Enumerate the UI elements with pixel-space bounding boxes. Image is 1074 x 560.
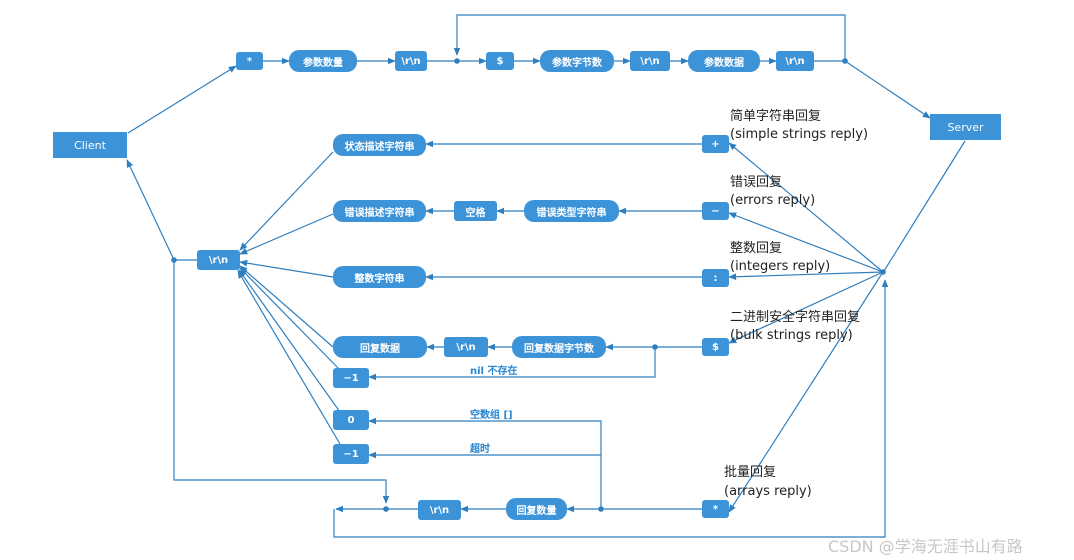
edge-nil-to-crlf [239, 267, 343, 373]
reply-star-node: * [702, 500, 729, 518]
reply-minus-node: − [702, 202, 729, 220]
bulk-strings-label-en: (bulk strings reply) [730, 328, 853, 343]
array-crlf-node: \r\n [418, 500, 461, 520]
nil-minus-one-node: −1 [333, 368, 369, 388]
edge-server-to-plus [728, 142, 884, 273]
edge-timeout-to-crlf [237, 270, 341, 445]
reply-data-node: 回复数据 [333, 336, 427, 358]
edge-integer-to-crlf [239, 259, 334, 278]
timeout-minus-one-node: −1 [333, 444, 369, 464]
reply-plus-node: + [702, 135, 729, 153]
reply-count-node: 回复数量 [506, 498, 567, 520]
request-star-node: * [236, 52, 263, 70]
simple-strings-label-en: (simple strings reply) [730, 127, 869, 142]
edge-client-to-star [127, 65, 237, 134]
simple-strings-label-cn: 简单字符串回复 [730, 109, 822, 124]
integers-label-cn: 整数回复 [730, 241, 783, 256]
main-crlf-node: \r\n [197, 250, 240, 270]
edge-server-to-dollar [728, 271, 884, 344]
request-dollar-node: $ [486, 52, 514, 70]
space-node: 空格 [454, 201, 497, 221]
junction-dot [598, 506, 604, 512]
edge-errdesc-to-crlf [239, 213, 334, 255]
edge-server-to-star [728, 271, 884, 513]
request-crlf-node: \r\n [630, 51, 670, 71]
reply-dollar-node: $ [702, 338, 729, 356]
edge-bottom-loop [333, 279, 889, 538]
reply-data-bytes-node: 回复数据字节数 [512, 336, 606, 358]
edge-status-to-crlf [239, 151, 334, 251]
reply-colon-node: : [702, 269, 729, 287]
errors-label-en: (errors reply) [730, 193, 816, 208]
edge-zero-to-crlf [238, 269, 341, 413]
nil-edge-label: nil 不存在 [470, 366, 518, 377]
edge-crlf-to-client [126, 159, 175, 261]
timeout-edge-label: 超时 [470, 444, 490, 455]
error-type-string-node: 错误类型字符串 [524, 200, 619, 222]
edge-nil [368, 347, 656, 381]
request-param-data-node: 参数数据 [688, 50, 760, 72]
edge-loop-back [453, 14, 846, 61]
edge-server-to-colon [728, 271, 884, 281]
junction-dot [171, 257, 177, 263]
edge-empty-array [368, 417, 602, 509]
empty-zero-node: 0 [333, 410, 369, 430]
integer-string-node: 整数字符串 [333, 266, 426, 288]
client-node: Client [53, 132, 127, 158]
edge-reply-data-to-crlf [239, 265, 334, 348]
edge-to-server [844, 60, 931, 119]
junction-dot [880, 269, 886, 275]
status-string-node: 状态描述字符串 [333, 134, 426, 156]
junction-dot [454, 58, 460, 64]
server-node: Server [930, 114, 1001, 140]
integers-label-en: (integers reply) [730, 259, 831, 274]
junction-dot [383, 506, 389, 512]
request-param-bytes-node: 参数字节数 [540, 50, 614, 72]
errors-label-cn: 错误回复 [730, 175, 783, 190]
watermark: CSDN @学海无涯书山有路 [828, 537, 1023, 556]
request-crlf-node: \r\n [395, 51, 427, 71]
empty-array-edge-label: 空数组 [] [470, 410, 513, 421]
request-param-count-node: 参数数量 [289, 50, 357, 72]
junction-dot [652, 344, 658, 350]
edge-crlf-down-to-array [173, 260, 390, 504]
edge-server-down [883, 140, 966, 272]
arrays-label-en: (arrays reply) [724, 484, 812, 499]
request-crlf-node: \r\n [776, 51, 814, 71]
junction-dot [842, 58, 848, 64]
bulk-crlf-node: \r\n [444, 337, 488, 357]
edge-server-to-minus [728, 212, 884, 273]
error-desc-string-node: 错误描述字符串 [333, 200, 426, 222]
bulk-strings-label-cn: 二进制安全字符串回复 [730, 310, 861, 325]
arrays-label-cn: 批量回复 [724, 465, 777, 480]
